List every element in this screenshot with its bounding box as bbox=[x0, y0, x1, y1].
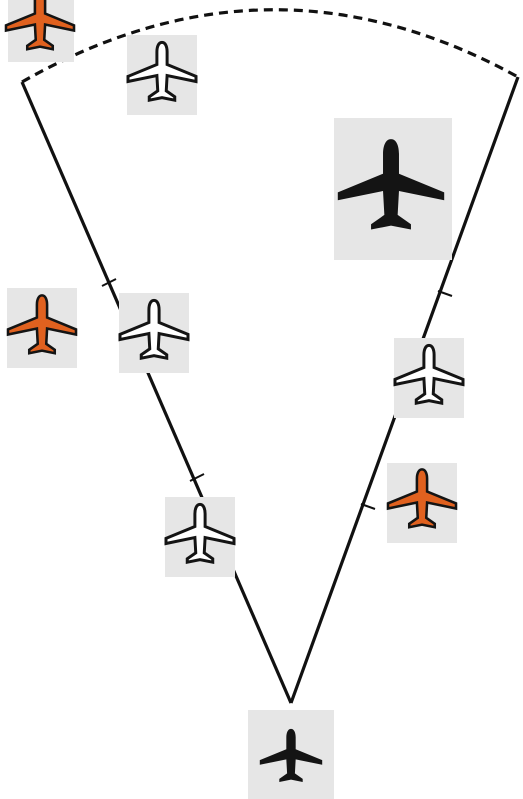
range-tick bbox=[101, 278, 117, 287]
sector-left-edge bbox=[20, 81, 293, 704]
aircraft-a3 bbox=[334, 118, 452, 260]
range-tick bbox=[360, 503, 376, 510]
aircraft-a6 bbox=[393, 338, 465, 418]
aircraft-a4 bbox=[6, 288, 78, 368]
aircraft-a2 bbox=[126, 35, 198, 115]
range-tick bbox=[437, 290, 453, 297]
range-tick bbox=[189, 473, 205, 482]
aircraft-a7 bbox=[164, 497, 236, 577]
aircraft-a5 bbox=[118, 293, 190, 373]
aircraft-a1 bbox=[4, 0, 76, 62]
aircraft-a8 bbox=[386, 463, 458, 543]
sector-arc bbox=[21, 8, 519, 84]
own-aircraft bbox=[248, 710, 334, 799]
